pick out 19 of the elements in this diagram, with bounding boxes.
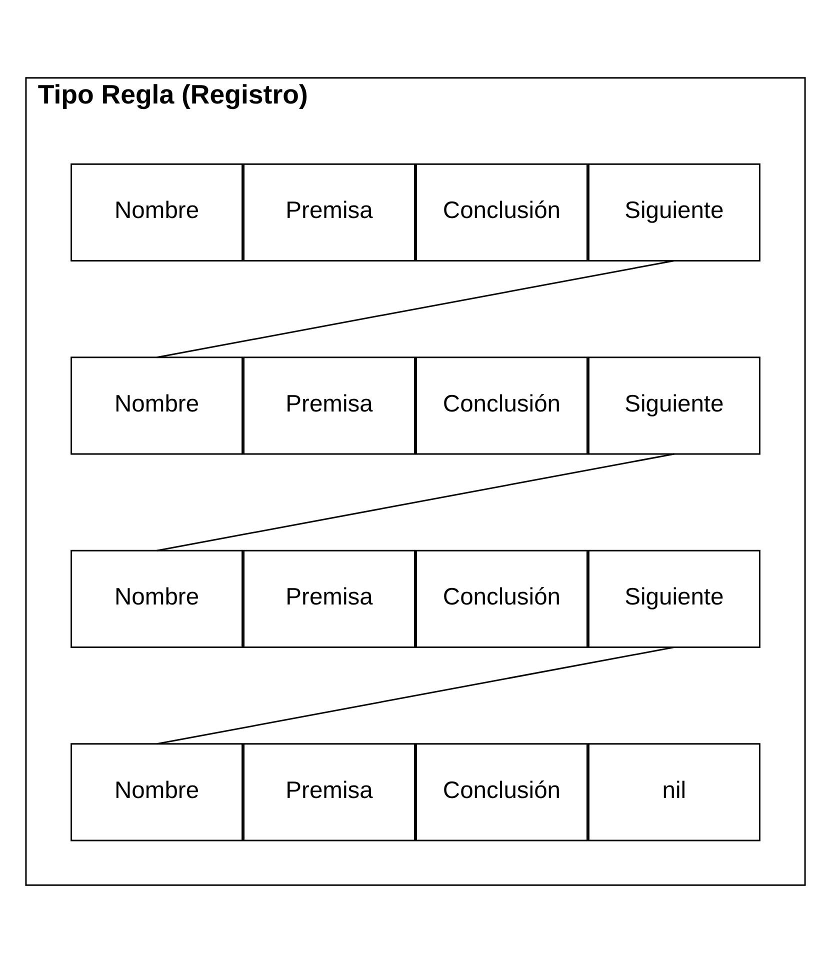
node-box: Nombre — [70, 742, 244, 841]
node-box: Premisa — [243, 162, 416, 261]
node-box: Premisa — [243, 742, 416, 841]
node-box: Siguiente — [588, 549, 760, 648]
node-box: Siguiente — [588, 162, 760, 261]
node-box: Premisa — [243, 356, 416, 454]
node-box: Nombre — [70, 356, 244, 454]
node-box: Premisa — [243, 549, 416, 648]
node-box: Conclusión — [416, 549, 588, 648]
node-box: Nombre — [70, 549, 244, 648]
node-box: Conclusión — [416, 162, 588, 261]
connector — [156, 646, 674, 744]
node-box: Conclusión — [416, 742, 588, 841]
node-box: Conclusión — [416, 356, 588, 454]
node-box: Siguiente — [588, 356, 760, 454]
connector — [156, 259, 674, 358]
connector — [156, 452, 674, 551]
node-box: Nombre — [70, 162, 244, 261]
node-box: nil — [588, 742, 760, 841]
